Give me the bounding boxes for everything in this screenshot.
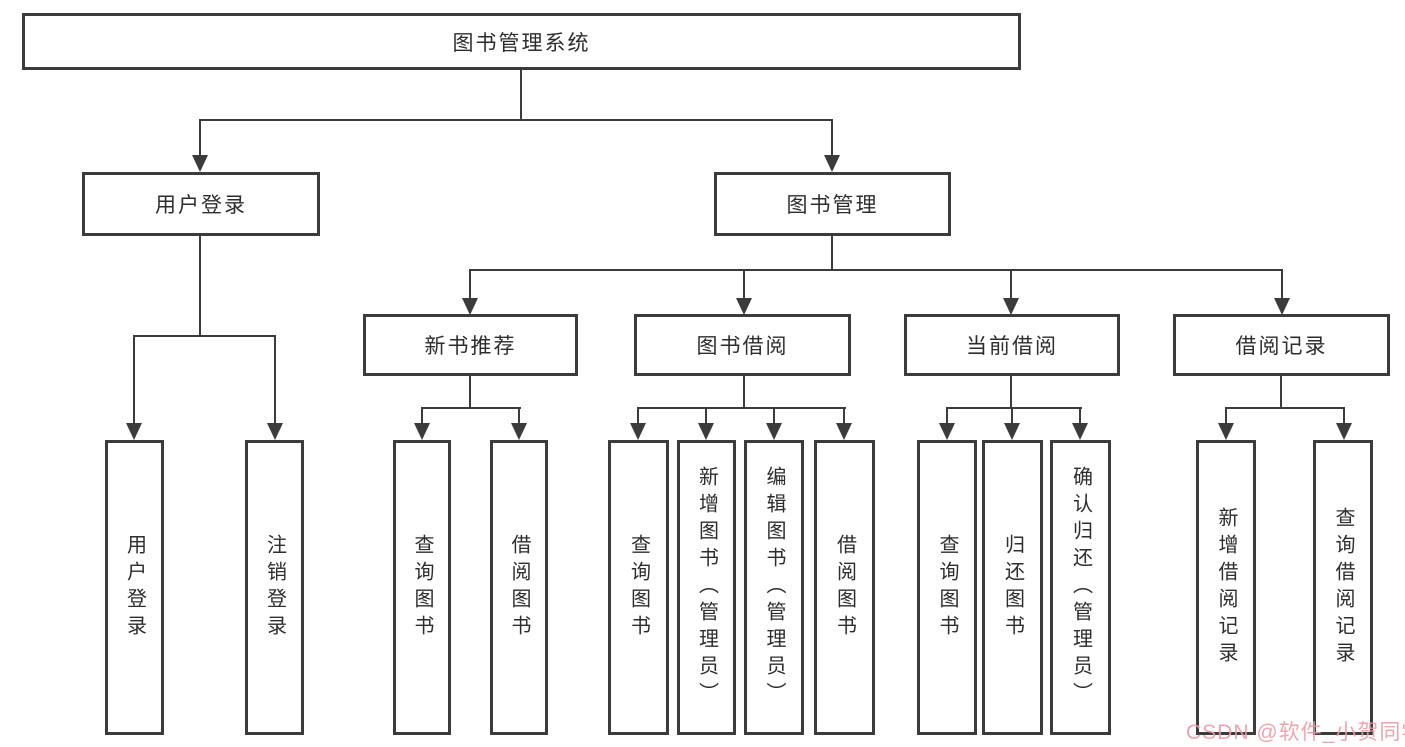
node-library-system-label: 图书管理系统	[452, 31, 591, 55]
node-borrow-books-recommend-label: 借阅图书	[508, 533, 530, 642]
connector-current-borrow-stem	[1010, 376, 1012, 408]
node-book-management: 图书管理	[714, 172, 951, 236]
connector-user-login-stem	[199, 236, 201, 336]
connector-user-login-hline	[133, 335, 276, 337]
connector-drop-login-leaf	[133, 335, 135, 424]
node-logout-action: 注销登录	[245, 440, 304, 735]
node-add-books-admin-label: 新增图书（管理员）	[695, 466, 718, 709]
connector-drop-confirm-return	[1079, 407, 1081, 424]
connector-root-hline	[199, 119, 833, 121]
connector-drop-new-book	[469, 269, 471, 300]
node-logout-action-label: 注销登录	[263, 533, 286, 642]
connector-drop-borrow-books-a	[518, 407, 520, 424]
connector-root-stem	[520, 69, 522, 120]
node-new-book-recommend: 新书推荐	[363, 314, 578, 376]
node-borrow-books-recommend: 借阅图书	[490, 440, 548, 735]
connector-borrow-records-stem	[1280, 376, 1282, 408]
connector-drop-add-books	[705, 407, 707, 424]
connector-drop-return-books	[1011, 407, 1013, 424]
arrowhead-down-borrow-records	[1274, 298, 1290, 315]
arrowhead-down-book-mgmt	[824, 155, 840, 172]
node-library-system: 图书管理系统	[22, 13, 1021, 70]
node-user-login-action: 用户登录	[105, 440, 164, 735]
node-query-books-recommend: 查询图书	[393, 440, 451, 735]
arrowhead-down-logout-leaf	[267, 423, 283, 440]
node-book-management-label: 图书管理	[786, 194, 879, 217]
connector-borrow-records-hline	[1225, 407, 1345, 409]
node-borrow-books-action: 借阅图书	[814, 440, 875, 735]
arrowhead-down-query-books-b	[630, 423, 646, 440]
node-query-books-borrowing-label: 查询图书	[627, 533, 650, 642]
connector-book-borrow-stem	[743, 376, 745, 408]
node-add-borrow-record-label: 新增借阅记录	[1215, 506, 1237, 669]
node-edit-books-admin: 编辑图书（管理员）	[744, 440, 804, 735]
connector-drop-borrow-records	[1281, 269, 1283, 300]
connector-drop-logout-leaf	[274, 335, 276, 424]
arrowhead-down-query-books-c	[939, 423, 955, 440]
connector-drop-query-record	[1343, 407, 1345, 424]
arrowhead-down-confirm-return	[1072, 423, 1088, 440]
node-book-borrowing: 图书借阅	[634, 314, 851, 376]
node-query-books-recommend-label: 查询图书	[411, 533, 433, 642]
connector-drop-user-login	[199, 119, 201, 157]
node-book-borrowing-label: 图书借阅	[696, 335, 789, 358]
connector-book-borrow-hline	[637, 407, 846, 409]
node-new-book-recommend-label: 新书推荐	[424, 335, 517, 358]
connector-drop-book-borrow	[743, 269, 745, 300]
arrowhead-down-login-leaf	[126, 423, 142, 440]
arrowhead-down-new-book	[462, 298, 478, 315]
connector-book-mgmt-stem	[831, 236, 833, 271]
node-borrow-books-action-label: 借阅图书	[833, 533, 856, 642]
node-user-login-label: 用户登录	[155, 194, 247, 217]
arrowhead-down-add-record	[1218, 423, 1234, 440]
node-query-books-current-label: 查询图书	[936, 533, 958, 642]
arrowhead-down-borrow-books-a	[511, 423, 527, 440]
node-borrowing-records: 借阅记录	[1173, 314, 1390, 376]
node-confirm-return-admin: 确认归还（管理员）	[1050, 440, 1111, 735]
connector-drop-query-books-b	[637, 407, 639, 424]
connector-new-book-hline	[421, 407, 521, 409]
node-query-books-current: 查询图书	[917, 440, 977, 735]
node-return-books-label: 归还图书	[1001, 533, 1024, 642]
connector-current-borrow-hline	[946, 407, 1082, 409]
arrowhead-down-book-borrow	[736, 298, 752, 315]
connector-drop-add-record	[1225, 407, 1227, 424]
arrowhead-down-query-books-a	[414, 423, 430, 440]
node-edit-books-admin-label: 编辑图书（管理员）	[763, 466, 785, 709]
connector-drop-borrow-books-b	[843, 407, 845, 424]
connector-drop-edit-books	[773, 407, 775, 424]
node-current-borrowing: 当前借阅	[904, 314, 1120, 376]
node-user-login: 用户登录	[82, 172, 320, 236]
arrowhead-down-borrow-books-b	[836, 423, 852, 440]
node-current-borrowing-label: 当前借阅	[966, 335, 1058, 358]
connector-drop-book-mgmt	[831, 119, 833, 157]
csdn-watermark: CSDN @软件_小贺同学	[1186, 721, 1405, 744]
node-return-books: 归还图书	[982, 440, 1043, 735]
arrowhead-down-current-borrow	[1003, 298, 1019, 315]
arrowhead-down-return-books	[1004, 423, 1020, 440]
connector-drop-query-books-c	[946, 407, 948, 424]
connector-drop-current-borrow	[1010, 269, 1012, 300]
arrowhead-down-query-record	[1336, 423, 1352, 440]
node-query-borrow-record-label: 查询借阅记录	[1332, 506, 1354, 669]
node-query-books-borrowing: 查询图书	[608, 440, 669, 735]
node-user-login-action-label: 用户登录	[123, 533, 146, 642]
connector-new-book-stem	[469, 376, 471, 408]
connector-drop-query-books-a	[421, 407, 423, 424]
arrowhead-down-add-books	[698, 423, 714, 440]
node-add-books-admin: 新增图书（管理员）	[677, 440, 736, 735]
connector-book-mgmt-hline	[469, 269, 1282, 271]
node-query-borrow-record: 查询借阅记录	[1313, 440, 1373, 735]
node-borrowing-records-label: 借阅记录	[1235, 335, 1328, 358]
node-confirm-return-admin-label: 确认归还（管理员）	[1069, 466, 1092, 709]
arrowhead-down-user-login	[192, 155, 208, 172]
node-add-borrow-record: 新增借阅记录	[1196, 440, 1256, 735]
arrowhead-down-edit-books	[766, 423, 782, 440]
